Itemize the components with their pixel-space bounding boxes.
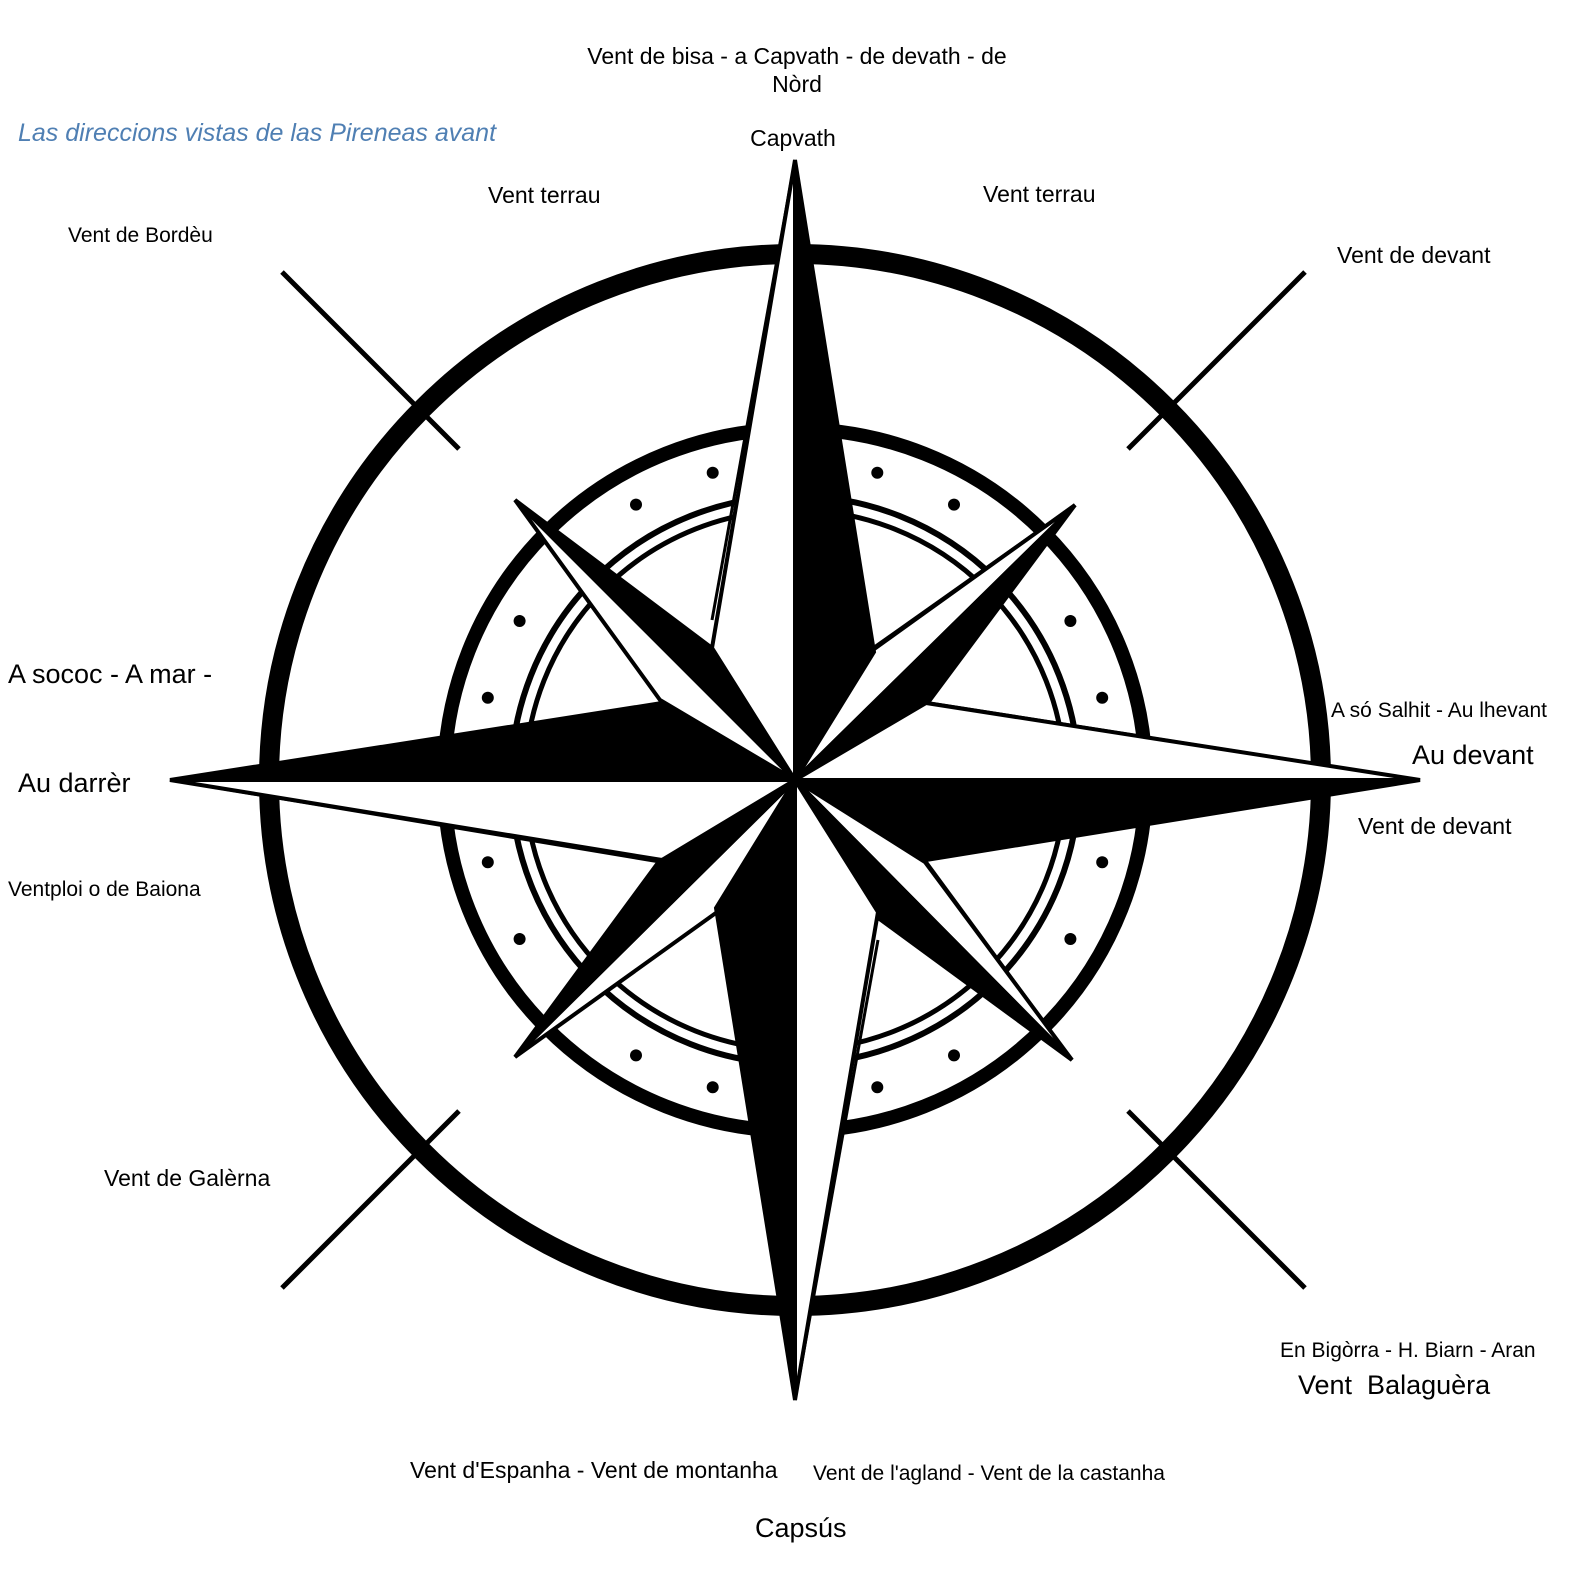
point-s-light: [793, 773, 881, 1401]
ring-dot: [513, 615, 526, 627]
label-southeast-1: En Bigòrra - H. Biarn - Aran: [1280, 1339, 1536, 1362]
ring-dot: [513, 933, 526, 945]
label-northwest: Vent de Bordèu: [68, 224, 213, 247]
label-north-wind-line1: Vent de bisa - a Capvath - de devath - d…: [587, 43, 1007, 69]
label-east-1: A só Salhit - Au lhevant: [1331, 699, 1547, 722]
dot-ring: [481, 466, 1109, 1094]
diagonal-ticks: [280, 270, 1307, 1290]
point-w-light: [169, 778, 803, 863]
label-nne: Vent terrau: [983, 181, 1096, 207]
label-nnw: Vent terrau: [488, 182, 601, 208]
cardinal-points: [169, 159, 1421, 1401]
label-southeast-2: Vent Balaguèra: [1298, 1370, 1491, 1400]
label-north-wind: Vent de bisa - a Capvath - de devath - d…: [560, 43, 1034, 98]
tick-ne: [1126, 270, 1307, 451]
label-sse: Vent de l'agland - Vent de la castanha: [813, 1462, 1165, 1485]
ring-dot: [871, 1081, 884, 1094]
label-ssw: Vent d'Espanha - Vent de montanha: [410, 1457, 778, 1483]
ring-dot: [1064, 615, 1077, 627]
label-ese: Vent de devant: [1358, 813, 1512, 839]
label-north: Capvath: [750, 125, 836, 151]
diagram-title: Las direccions vistas de las Pireneas av…: [18, 119, 497, 147]
tick-nw: [280, 270, 461, 451]
tick-sw: [280, 1109, 461, 1290]
ring-dot: [871, 466, 884, 479]
point-e-light: [787, 700, 1421, 782]
ring-dot: [948, 1049, 960, 1062]
ring-dot: [1096, 691, 1109, 704]
ring-dot: [1064, 933, 1077, 945]
ring-dot: [481, 856, 494, 869]
label-southwest: Vent de Galèrna: [104, 1165, 271, 1191]
tick-se: [1126, 1109, 1307, 1290]
ring-dot: [481, 691, 494, 704]
label-north-wind-line2: Nòrd: [772, 70, 822, 97]
ring-dot: [706, 466, 719, 479]
ring-dot: [706, 1081, 719, 1094]
ring-dot: [1096, 856, 1109, 869]
label-east-2: Au devant: [1412, 740, 1534, 770]
point-n-light: [709, 159, 797, 787]
label-wsw: Ventploi o de Baiona: [8, 878, 201, 901]
label-northeast: Vent de devant: [1337, 242, 1491, 268]
label-south: Capsús: [755, 1513, 847, 1543]
label-west-2: Au darrèr: [18, 768, 131, 798]
label-west-1: A sococ - A mar -: [8, 659, 213, 689]
ring-dot: [948, 498, 960, 511]
diagonal-points: [513, 498, 1077, 1062]
ring-dot: [630, 498, 642, 511]
ring-dot: [630, 1049, 642, 1062]
